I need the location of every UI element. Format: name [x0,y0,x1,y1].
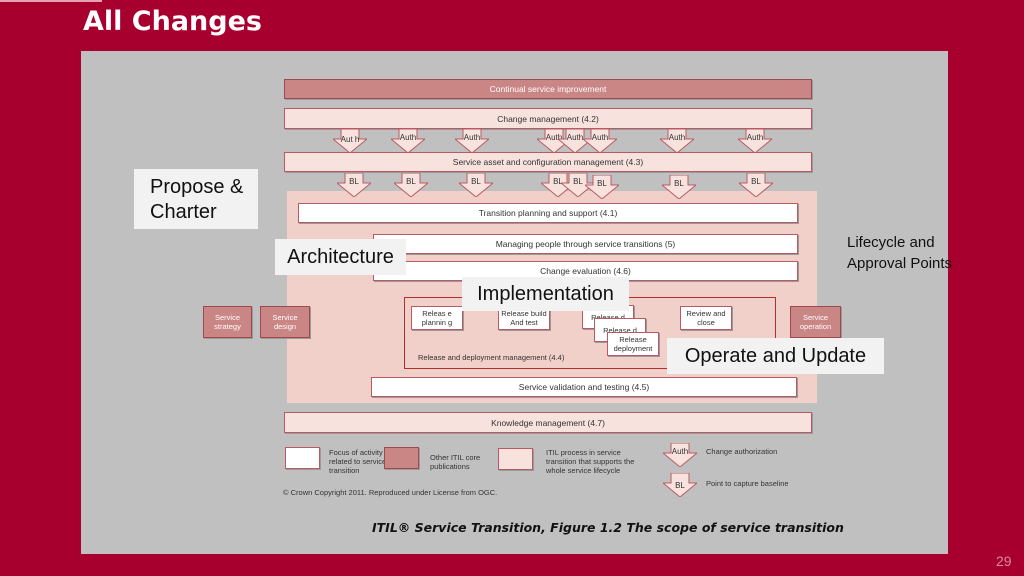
change-management-bar: Change management (4.2) [284,108,812,129]
figure-caption: ITIL® Service Transition, Figure 1.2 The… [372,520,844,535]
baseline-arrow-label: BL [349,177,359,186]
auth-arrow-label: Auth [463,133,481,142]
review-close-box: Review and close [680,306,732,330]
copyright-note: © Crown Copyright 2011. Reproduced under… [283,488,498,497]
auth-arrow: Auth [736,128,774,154]
legend-process-text: ITIL process in service transition that … [546,448,635,475]
baseline-arrow: BL [539,172,577,198]
release-deployment-label: Release and deployment management (4.4) [418,353,565,362]
legend-baseline-text: Point to capture baseline [706,479,789,488]
baseline-arrow: BL [583,174,621,200]
legend-process-swatch [498,448,533,470]
auth-arrow: Auth [535,128,573,154]
auth-arrow-label: Aut h [340,135,360,144]
auth-arrow: Auth [556,128,594,154]
legend-focus-swatch [285,447,320,469]
legend-bl-arrow: BL [661,472,699,498]
auth-arrow: Aut h [331,128,369,154]
baseline-arrow: BL [737,172,775,198]
baseline-arrow: BL [392,172,430,198]
auth-arrow: Auth [389,128,427,154]
auth-arrow-label: Auth [399,133,417,142]
baseline-arrow-label: BL [751,177,761,186]
auth-arrow: Auth [453,128,491,154]
service-validation-bar: Service validation and testing (4.5) [371,377,797,397]
implementation-label: Implementation [462,277,629,311]
auth-arrow-label: Auth [746,133,764,142]
legend-focus-text: Focus of activity related to service tra… [329,448,387,475]
baseline-arrow: BL [335,172,373,198]
knowledge-management-bar: Knowledge management (4.7) [284,412,812,433]
release-planning-box: Releas e plannin g [411,306,463,330]
auth-arrow-label: Auth [591,133,609,142]
legend-auth-arrow-label: Auth [671,447,689,456]
csi-bar: Continual service improvement [284,79,812,99]
baseline-arrow-label: BL [471,177,481,186]
propose-charter-label: Propose & Charter [134,169,258,229]
legend-bl-arrow-label: BL [675,481,685,490]
baseline-arrow-label: BL [406,177,416,186]
legend-auth-arrow: Auth [661,442,699,468]
top-accent-line [0,0,102,2]
service-design-box: Service design [260,306,310,338]
service-strategy-box: Service strategy [203,306,252,338]
auth-arrow-label: Auth [668,133,686,142]
operate-update-label: Operate and Update [667,338,884,374]
managing-people-bar: Managing people through service transiti… [373,234,798,254]
architecture-label: Architecture [275,239,406,275]
auth-arrow-label: Auth [566,133,584,142]
baseline-arrow-label: BL [597,179,607,188]
release-deployment-box: Release deployment [607,332,659,356]
baseline-arrow-label: BL [553,177,563,186]
legend-change-auth-text: Change authorization [706,447,778,456]
auth-arrow-label: Auth [545,133,563,142]
auth-arrow: Auth [658,128,696,154]
legend-core-text: Other ITIL core publications [430,453,481,471]
slide-title: All Changes [83,6,262,37]
transition-planning-bar: Transition planning and support (4.1) [298,203,798,223]
baseline-arrow-label: BL [674,179,684,188]
lifecycle-approval-label: Lifecycle and Approval Points [847,234,953,272]
page-number: 29 [996,553,1012,569]
auth-arrow: Auth [581,128,619,154]
baseline-arrow: BL [559,172,597,198]
legend-core-swatch [384,447,419,469]
baseline-arrow: BL [457,172,495,198]
baseline-arrow-label: BL [573,177,583,186]
service-operation-box: Service operation [790,306,841,338]
baseline-arrow: BL [660,174,698,200]
sacm-bar: Service asset and configuration manageme… [284,152,812,172]
